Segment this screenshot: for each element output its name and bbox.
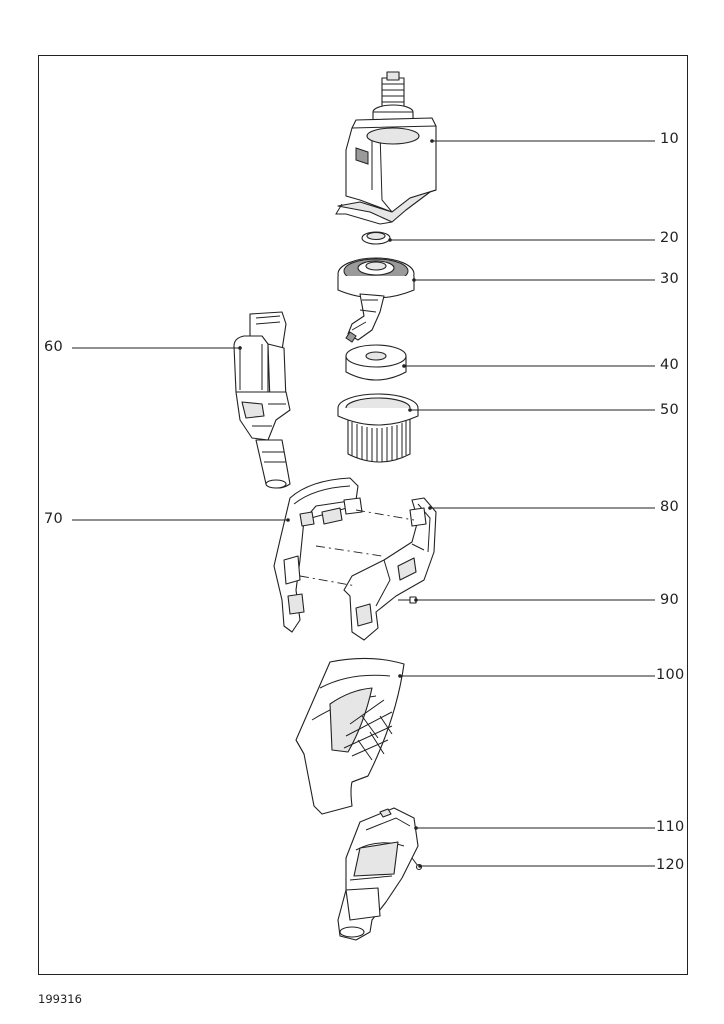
part-10-housing bbox=[335, 71, 437, 225]
label-part-10: 10 bbox=[660, 131, 680, 147]
label-part-40: 40 bbox=[660, 357, 680, 373]
label-part-20: 20 bbox=[660, 230, 680, 246]
part-40-foam-filter bbox=[345, 344, 407, 381]
document-number: 199316 bbox=[38, 992, 82, 1006]
part-60-handle-module bbox=[233, 311, 291, 489]
label-part-90: 90 bbox=[660, 592, 680, 608]
part-90-screw bbox=[398, 596, 417, 604]
drawing-frame bbox=[38, 55, 688, 975]
part-100-dust-bin bbox=[295, 657, 405, 815]
part-70-left-shell bbox=[273, 477, 363, 633]
part-30-motor-unit bbox=[337, 257, 415, 343]
label-part-30: 30 bbox=[660, 271, 680, 287]
label-part-80: 80 bbox=[660, 499, 680, 515]
part-20-seal-ring bbox=[361, 231, 391, 245]
label-part-120: 120 bbox=[656, 857, 685, 873]
label-part-100: 100 bbox=[656, 667, 685, 683]
assembly-line-middle bbox=[315, 545, 383, 557]
label-part-50: 50 bbox=[660, 402, 680, 418]
part-110-brush-base bbox=[337, 807, 419, 941]
label-part-60: 60 bbox=[44, 339, 64, 355]
assembly-line-upper bbox=[355, 509, 415, 521]
part-80-right-shell bbox=[343, 497, 437, 641]
label-part-110: 110 bbox=[656, 819, 685, 835]
label-part-70: 70 bbox=[44, 511, 64, 527]
part-50-pleated-filter bbox=[337, 393, 419, 463]
leader-lines bbox=[72, 139, 655, 868]
